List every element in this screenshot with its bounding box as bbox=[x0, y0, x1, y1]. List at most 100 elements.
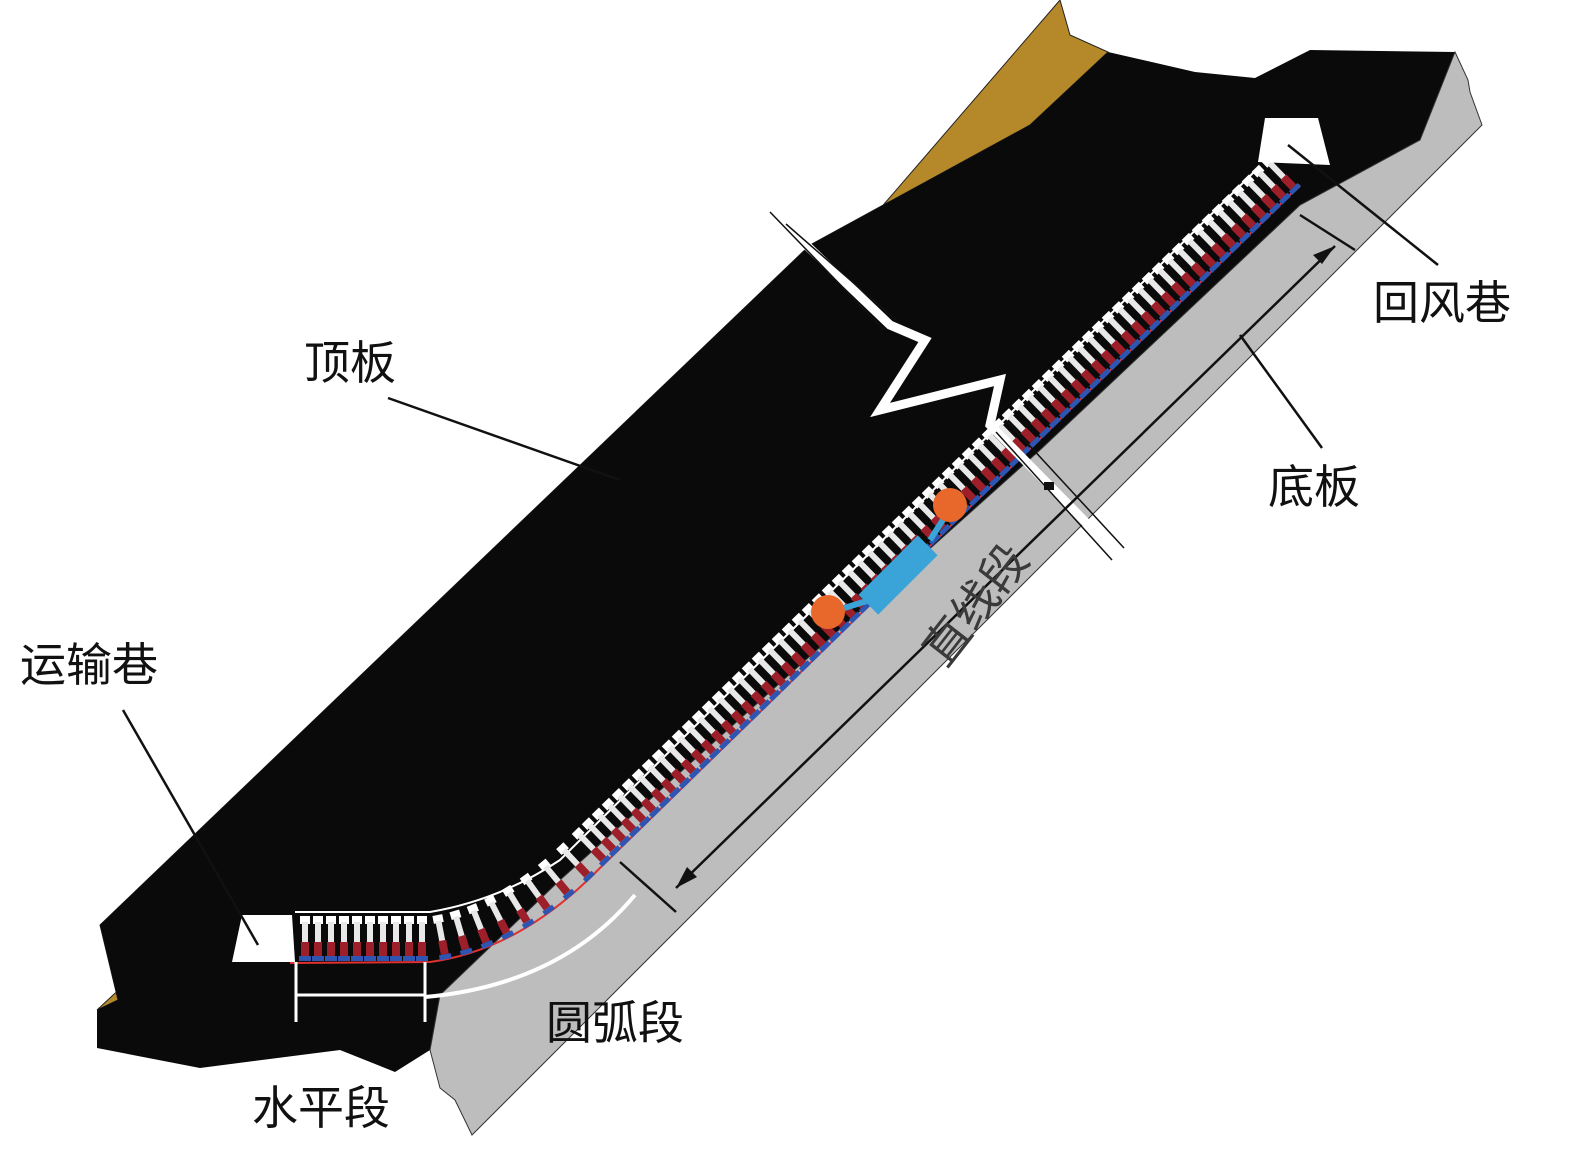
hydraulic-support bbox=[325, 916, 337, 961]
hydraulic-support bbox=[681, 719, 721, 760]
hydraulic-support bbox=[1011, 398, 1051, 439]
hydraulic-support bbox=[771, 632, 811, 673]
hydraulic-support bbox=[761, 641, 801, 682]
hydraulic-support bbox=[1111, 301, 1151, 341]
hydraulic-support bbox=[641, 758, 681, 799]
hydraulic-support bbox=[1131, 281, 1171, 322]
hydraulic-support bbox=[312, 916, 324, 961]
break-marker bbox=[1044, 482, 1054, 490]
hydraulic-support bbox=[364, 916, 376, 961]
hydraulic-support bbox=[1081, 330, 1121, 371]
hydraulic-support bbox=[671, 729, 711, 770]
hydraulic-support bbox=[1191, 223, 1231, 264]
hydraulic-support bbox=[1161, 252, 1201, 293]
arc-section-line bbox=[424, 893, 637, 999]
hydraulic-support bbox=[432, 914, 452, 961]
hydraulic-support bbox=[651, 749, 691, 789]
hydraulic-support bbox=[519, 872, 555, 916]
hydraulic-support bbox=[1171, 242, 1211, 283]
hydraulic-support bbox=[961, 447, 1001, 488]
arrowhead-upper bbox=[1313, 246, 1335, 264]
hydraulic-support bbox=[1121, 291, 1161, 332]
hydraulic-support bbox=[611, 788, 651, 828]
hydraulic-support bbox=[1241, 174, 1281, 215]
leader-haulage-roadway bbox=[121, 709, 260, 946]
hydraulic-support bbox=[501, 884, 535, 929]
break-line-upper bbox=[774, 214, 1122, 559]
return-airway-opening bbox=[1258, 118, 1330, 165]
hydraulic-support bbox=[377, 916, 389, 961]
shearer-drum-upper bbox=[933, 488, 967, 522]
horizontal-section-label: 水平段 bbox=[252, 1081, 390, 1135]
hydraulic-support bbox=[951, 456, 991, 497]
break-line-lower-outline bbox=[995, 419, 1125, 561]
hydraulic-support bbox=[1201, 213, 1241, 254]
hydraulic-support bbox=[791, 612, 831, 653]
hydraulic-support bbox=[1251, 164, 1291, 205]
hydraulic-support bbox=[1041, 369, 1081, 410]
hydraulic-support bbox=[781, 622, 821, 663]
hydraulic-support bbox=[466, 903, 494, 950]
hydraulic-support bbox=[621, 778, 661, 819]
leader-roof bbox=[387, 396, 621, 482]
break-line-upper-outline bbox=[769, 211, 897, 331]
hydraulic-support bbox=[338, 916, 350, 961]
hydraulic-support bbox=[1071, 340, 1111, 380]
hydraulic-support bbox=[601, 797, 641, 838]
hydraulic-support bbox=[971, 437, 1011, 478]
roof-label: 顶板 bbox=[304, 336, 396, 390]
hydraulic-support bbox=[581, 817, 621, 858]
hydraulic-support bbox=[631, 768, 671, 809]
floor-stratum bbox=[429, 50, 1483, 1136]
hydraulic-support bbox=[1051, 359, 1091, 400]
haulage-roadway-opening bbox=[232, 915, 295, 962]
face-roof-edge bbox=[295, 167, 1259, 913]
hydraulic-support bbox=[1091, 320, 1131, 361]
shearer-drum-lower bbox=[811, 595, 845, 629]
arrowhead-lower bbox=[676, 867, 697, 888]
hydraulic-support bbox=[731, 671, 771, 712]
leader-floor bbox=[1238, 334, 1324, 449]
return-airway-label: 回风巷 bbox=[1373, 276, 1511, 330]
hydraulic-support bbox=[691, 710, 731, 751]
hydraulic-support bbox=[1181, 232, 1221, 273]
hydraulic-support bbox=[416, 916, 428, 961]
straight-section-dimension bbox=[619, 213, 1356, 913]
arc-section-label: 圆弧段 bbox=[546, 996, 684, 1050]
hydraulic-support bbox=[1101, 310, 1141, 351]
hydraulic-support bbox=[721, 680, 761, 721]
hydraulic-support bbox=[556, 842, 596, 883]
horizontal-section-bracket bbox=[294, 962, 427, 1022]
hydraulic-support bbox=[484, 894, 515, 941]
hydraulic-supports bbox=[299, 154, 1301, 961]
hydraulic-support bbox=[711, 690, 751, 731]
hydraulic-support bbox=[1221, 193, 1261, 234]
hydraulic-support bbox=[591, 807, 631, 848]
shearer-body bbox=[858, 535, 938, 615]
leader-lines bbox=[121, 144, 1439, 946]
hydraulic-support bbox=[1031, 378, 1071, 419]
hydraulic-support bbox=[701, 700, 741, 741]
floor-label: 底板 bbox=[1268, 460, 1360, 514]
shearer bbox=[811, 488, 967, 629]
hydraulic-support bbox=[1141, 271, 1181, 312]
hydraulic-support bbox=[449, 909, 473, 956]
hydraulic-support bbox=[299, 916, 311, 961]
hydraulic-support bbox=[751, 651, 791, 692]
leader-return-airway bbox=[1287, 144, 1439, 266]
hydraulic-support bbox=[571, 826, 611, 867]
hydraulic-support bbox=[741, 661, 781, 702]
hydraulic-support bbox=[537, 858, 576, 901]
hydraulic-support bbox=[1061, 349, 1101, 390]
hydraulic-support bbox=[941, 466, 981, 507]
haulage-roadway-label: 运输巷 bbox=[20, 638, 158, 692]
hydraulic-support bbox=[1021, 388, 1061, 429]
hydraulic-support bbox=[390, 916, 402, 961]
hydraulic-support bbox=[1151, 262, 1191, 303]
hydraulic-support bbox=[351, 916, 363, 961]
hydraulic-support bbox=[403, 916, 415, 961]
hydraulic-support bbox=[661, 739, 701, 780]
hydraulic-support bbox=[1231, 184, 1271, 225]
